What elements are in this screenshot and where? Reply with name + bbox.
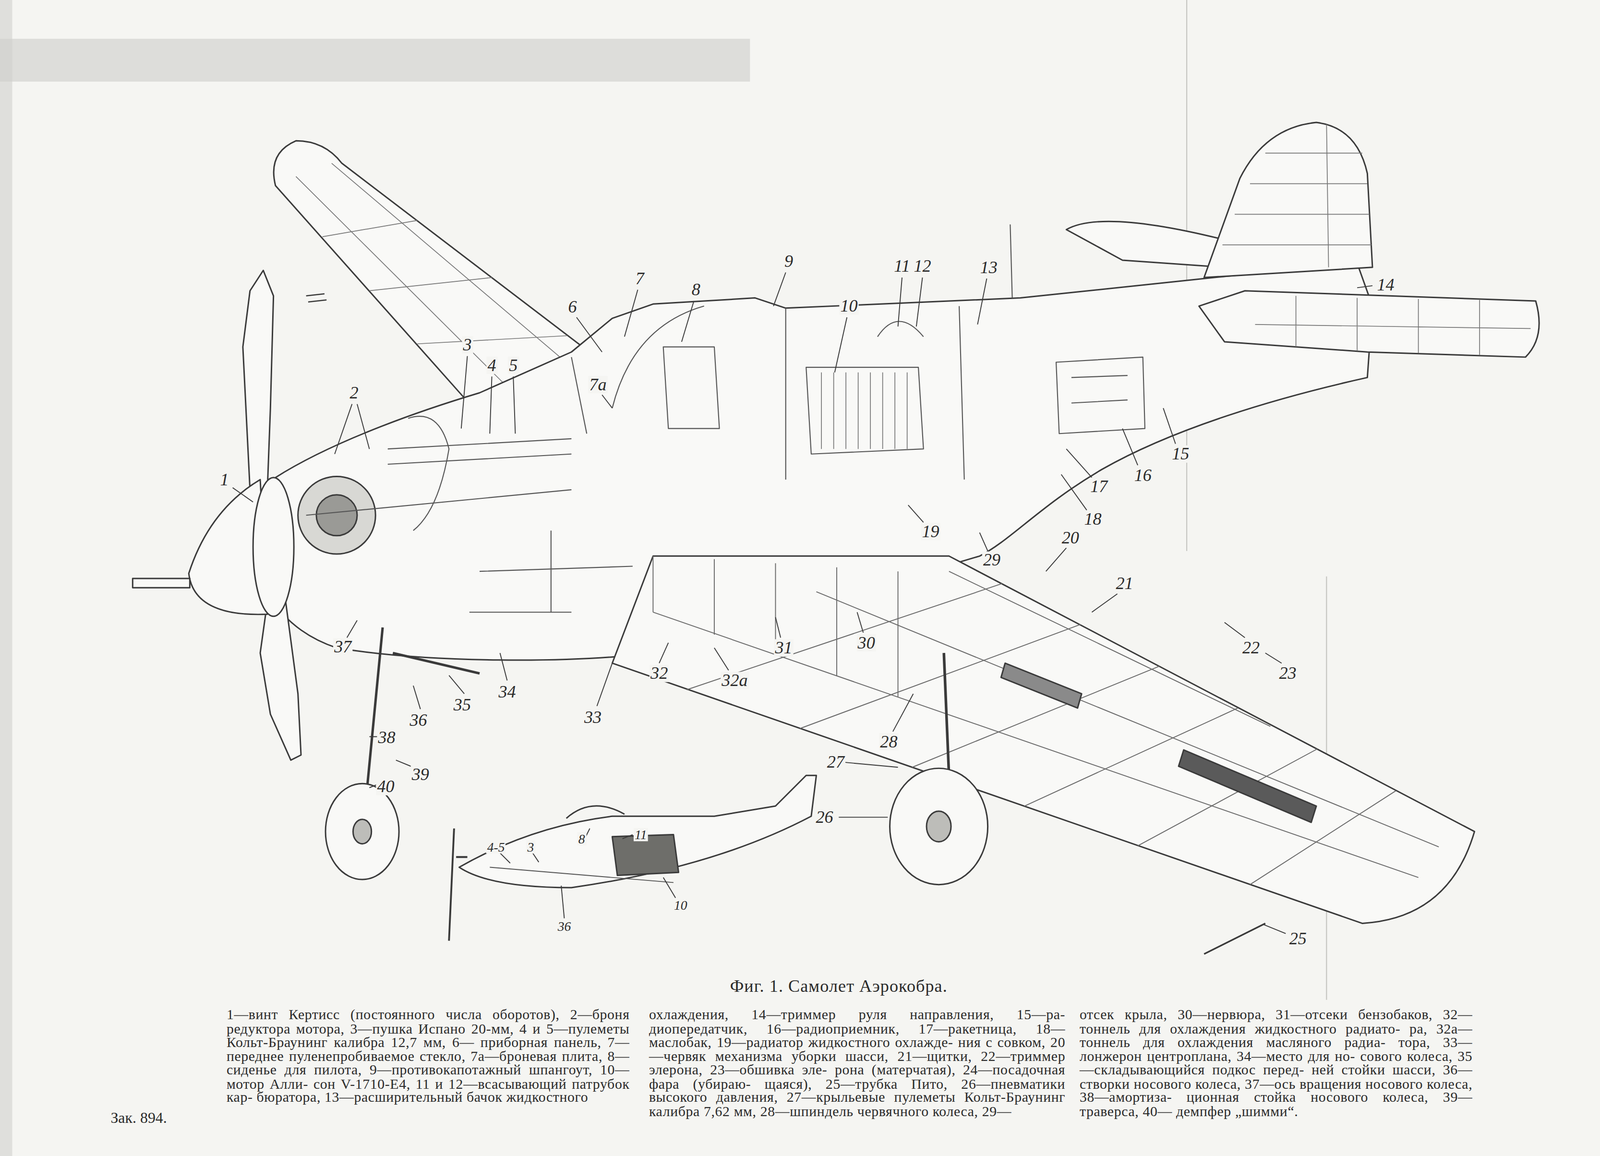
callout-number: 32а xyxy=(720,672,749,690)
propeller-blade xyxy=(260,601,301,760)
inset-propeller xyxy=(448,828,468,941)
leader-line xyxy=(232,272,1373,502)
gun-barrels xyxy=(306,293,327,302)
callout-number: 33 xyxy=(583,708,603,726)
stabilizer xyxy=(1199,290,1540,358)
callout-number: 10 xyxy=(839,297,859,315)
callout-number: 6 xyxy=(566,298,578,316)
scan-edge xyxy=(0,0,13,1156)
pitot-tube xyxy=(1203,923,1266,954)
main-gear-strut xyxy=(943,652,950,776)
interior xyxy=(306,224,1145,613)
reduction-gear-hub xyxy=(316,494,358,536)
callout-number: 18 xyxy=(1082,510,1103,529)
order-note: Зак. 894. xyxy=(110,1109,167,1127)
callout-number: 14 xyxy=(1375,276,1396,294)
callout-number: 4-5 xyxy=(486,840,506,854)
radio-bay xyxy=(1056,357,1145,434)
rib-lines xyxy=(686,583,1396,885)
leader-line xyxy=(347,620,1287,934)
key-text: охлаждения, 14—триммер руля направления,… xyxy=(649,1008,1066,1119)
inset-shaft xyxy=(489,867,674,883)
callout-number: 10 xyxy=(673,898,689,912)
callout-number: 7 xyxy=(634,269,646,288)
stabilizer-lines xyxy=(1255,295,1531,355)
wheel-hub xyxy=(352,819,372,844)
callout-number: 3 xyxy=(461,336,473,354)
callout-number: 2 xyxy=(348,384,360,402)
callout-number: 27 xyxy=(826,753,846,771)
propeller-blade xyxy=(242,270,274,490)
intake xyxy=(877,224,1013,480)
wheel-hub xyxy=(926,811,951,843)
callout-number: 8 xyxy=(577,831,587,846)
vertical-fin xyxy=(1203,122,1373,278)
stabilizer xyxy=(1066,221,1225,268)
callout-number: 28 xyxy=(878,733,899,751)
callout-number: 36 xyxy=(556,919,573,934)
callout-number: 20 xyxy=(1060,529,1081,547)
callout-number: 9 xyxy=(783,252,794,270)
callout-number: 19 xyxy=(920,522,940,541)
callout-number: 36 xyxy=(408,711,428,729)
figure-caption: Фиг. 1. Самолет Аэрокобра. xyxy=(730,976,948,998)
inset-fuselage xyxy=(459,775,817,888)
nose-wheel xyxy=(325,783,399,880)
gun-lines xyxy=(306,438,572,516)
callout-number: 17 xyxy=(1089,478,1109,496)
callout-number: 15 xyxy=(1170,445,1191,463)
engine-fins xyxy=(821,372,908,449)
callout-number: 30 xyxy=(856,634,876,652)
callout-number: 13 xyxy=(979,258,999,277)
callout-number: 34 xyxy=(497,683,517,701)
callout-number: 8 xyxy=(690,281,702,299)
callout-number: 23 xyxy=(1277,664,1298,683)
cannon-barrel xyxy=(132,578,190,588)
leader-line xyxy=(500,828,676,919)
spinner-rim xyxy=(252,477,294,617)
nose-gear-strut xyxy=(367,627,480,786)
callout-number: 38 xyxy=(376,729,397,747)
callout-number: 7а xyxy=(588,375,608,394)
callout-number: 22 xyxy=(1241,639,1261,657)
frame xyxy=(408,416,449,531)
callout-number: 1 xyxy=(218,470,230,489)
fold-line xyxy=(1186,0,1188,552)
engine-bay xyxy=(785,308,924,480)
callout-number: 32 xyxy=(649,664,669,683)
callout-number: 4 xyxy=(486,356,497,374)
callout-number: 12 xyxy=(912,257,932,276)
airframe xyxy=(132,122,1540,954)
callout-number: 11 xyxy=(633,828,649,842)
callout-number: 35 xyxy=(452,696,472,714)
callout-number: 25 xyxy=(1288,929,1308,948)
key-text: отсек крыла, 30—нервюра, 31—отсеки бензо… xyxy=(1079,1008,1473,1119)
callout-number: 21 xyxy=(1114,575,1134,593)
callout-number: 31 xyxy=(773,639,794,657)
inset-canopy xyxy=(566,806,625,819)
callout-number: 11 xyxy=(892,257,912,276)
key-text: 1—винт Кертисс (постоянного числа оборот… xyxy=(226,1008,630,1105)
callout-number: 37 xyxy=(333,637,353,656)
flap-cutout xyxy=(1000,662,1082,709)
fin-lines xyxy=(1222,124,1372,268)
callout-number: 26 xyxy=(814,808,834,826)
nose-gear-bay xyxy=(469,530,633,613)
callout-number: 5 xyxy=(507,356,519,374)
scan-band xyxy=(0,38,750,82)
cockpit xyxy=(571,306,720,434)
callout-number: 39 xyxy=(410,765,431,783)
lower-wing xyxy=(612,555,1475,924)
callout-number: 3 xyxy=(526,840,535,854)
callout-number: 29 xyxy=(982,551,1002,569)
main-wheel xyxy=(890,768,988,885)
leader-lines xyxy=(232,272,1373,934)
aileron-cutout xyxy=(1178,749,1317,823)
leader-line xyxy=(596,408,1282,707)
callout-number: 40 xyxy=(375,778,396,796)
callout-number: 16 xyxy=(1133,466,1153,484)
